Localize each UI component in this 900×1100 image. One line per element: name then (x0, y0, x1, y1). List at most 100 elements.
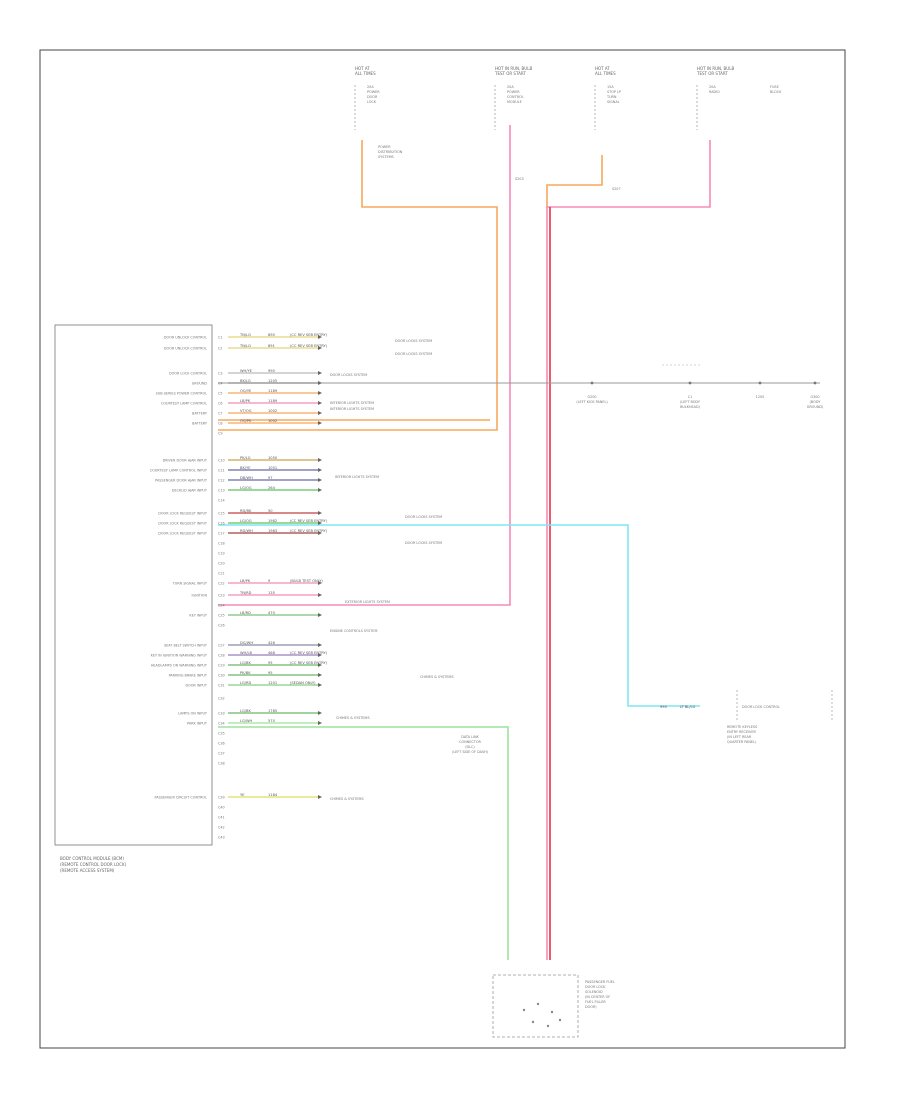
pin-label: DOOR UNLOCK CONTROL (164, 347, 207, 351)
pin-label: BATTERY (192, 422, 208, 426)
fuse-label: POWER (367, 90, 380, 94)
right-component-label: (IN LEFT REAR (727, 735, 752, 739)
bottom-component-label: FUEL FILLER (585, 1000, 606, 1004)
wire-arrow (318, 613, 322, 617)
system-reference: ENGINE CONTROLS SYSTEM (330, 629, 377, 633)
system-reference: DOOR LOCKS SYSTEM (395, 352, 432, 356)
wire-circuit-label: 1785 (268, 709, 277, 713)
ground-label: G200 (587, 395, 596, 399)
wire-circuit-label: 95 (268, 661, 273, 665)
right-wire-circuit: 990 (660, 705, 668, 709)
pin-number: C9 (218, 432, 223, 436)
system-reference: DOOR LOCKS SYSTEM (405, 541, 442, 545)
wire-note-label: (SEDAN ONLY) (290, 681, 316, 685)
source-label: ALL TIMES (355, 71, 376, 76)
wire-circuit-label: 50 (268, 509, 273, 513)
ground-label: (LEFT BODY (680, 400, 701, 404)
wire-arrow (318, 683, 322, 687)
pin-number: C17 (218, 532, 225, 536)
pin-number: C22 (218, 582, 225, 586)
wire-arrow (318, 391, 322, 395)
pin-number: C36 (218, 742, 225, 746)
right-component-label: DOOR LOCK CONTROL (742, 705, 780, 709)
wire-color-label: VT/OG (240, 409, 252, 413)
wire-arrow (318, 478, 322, 482)
ground-label: C1 (688, 395, 693, 399)
pin-number: C6 (218, 402, 223, 406)
pin-number: C16 (218, 522, 225, 526)
source-label: HOT IN RUN, BULB (697, 66, 734, 71)
wire-circuit-label: 426 (268, 641, 276, 645)
pin-number: C2 (218, 347, 223, 351)
pin-number: C30 (218, 674, 225, 678)
wire-arrow (318, 663, 322, 667)
wire-arrow (318, 581, 322, 585)
fuse-label: 15A (607, 85, 614, 89)
pin-number: C21 (218, 572, 225, 576)
fuse-label: 20A (507, 85, 514, 89)
pin-number: C28 (218, 654, 225, 658)
solenoid-pin-1 (522, 1008, 526, 1012)
pin-number: C29 (218, 664, 225, 668)
pin-label: DOOR LOCK REQUEST INPUT (158, 532, 208, 536)
ground-node (590, 381, 594, 385)
pin-label: DOOR INPUT (185, 684, 207, 688)
wire-color-label: WH/YE (240, 369, 253, 373)
wire-circuit-label: 1051 (268, 466, 277, 470)
pin-label: DOOR LOCK CONTROL (169, 372, 207, 376)
pin-label: DOOR LOCK REQUEST INPUT (158, 522, 208, 526)
wire-circuit-label: 891 (268, 344, 275, 348)
wire-color-label: TN/RD (239, 591, 252, 595)
orange-feed-wires (218, 140, 603, 431)
wire-circuit-label: 1050 (268, 456, 278, 460)
wire-arrow (318, 346, 322, 350)
pin-number: C5 (218, 392, 223, 396)
wire-arrow (318, 421, 322, 425)
pin-number: C39 (218, 796, 225, 800)
wire-color-label: TN/LG (239, 344, 251, 348)
green-wire-solenoid (218, 726, 509, 960)
pin-label: KEY INPUT (189, 614, 208, 618)
wire-arrow (318, 458, 322, 462)
wire-arrow (318, 721, 322, 725)
pink-wires (218, 125, 711, 960)
wire-color-label: PK/LG (240, 456, 251, 460)
pin-number: C24 (218, 604, 225, 608)
pin-number: C35 (218, 732, 225, 736)
pin-number: C15 (218, 512, 225, 516)
fuse-label: RADIO (709, 90, 720, 94)
wire-color-label: BK/LG (240, 379, 251, 383)
ground-label: (LEFT KICK PANEL) (576, 400, 608, 404)
fuse-label: STOP LP (607, 90, 621, 94)
pin-number: C18 (218, 542, 225, 546)
pin-label: SUB-SERIES POWER CONTROL (156, 392, 208, 396)
pin-label: COURTESY LAMP CONTROL INPUT (150, 469, 208, 473)
wire-circuit-label: 1205 (268, 379, 277, 383)
wire-circuit-label: 1189 (268, 399, 278, 403)
wire-color-label: TN/LG (239, 333, 251, 337)
pink-wire-turn (218, 125, 511, 606)
wire-color-label: DG/WH (240, 641, 253, 645)
source-label: HOT AT (355, 66, 370, 71)
wire-color-label: LG/OG (240, 519, 252, 523)
pin-number: C38 (218, 762, 225, 766)
system-reference: EXTERIOR LIGHTS SYSTEM (345, 600, 390, 604)
pin-label: BATTERY (192, 412, 208, 416)
pin-number: C7 (218, 412, 223, 416)
ground-label: 1205 (756, 395, 765, 399)
power-dist-note: SYSTEMS (378, 155, 394, 159)
wire-arrow (318, 511, 322, 515)
pin-number: C31 (218, 684, 225, 688)
fuse-label: LOCK (367, 100, 377, 104)
diagram-frame (39, 49, 846, 1049)
source-label: HOT AT (595, 66, 610, 71)
orange-wire-right-feed (546, 155, 603, 208)
wire-arrow (318, 411, 322, 415)
ground-label: BULKHEAD) (680, 405, 701, 409)
